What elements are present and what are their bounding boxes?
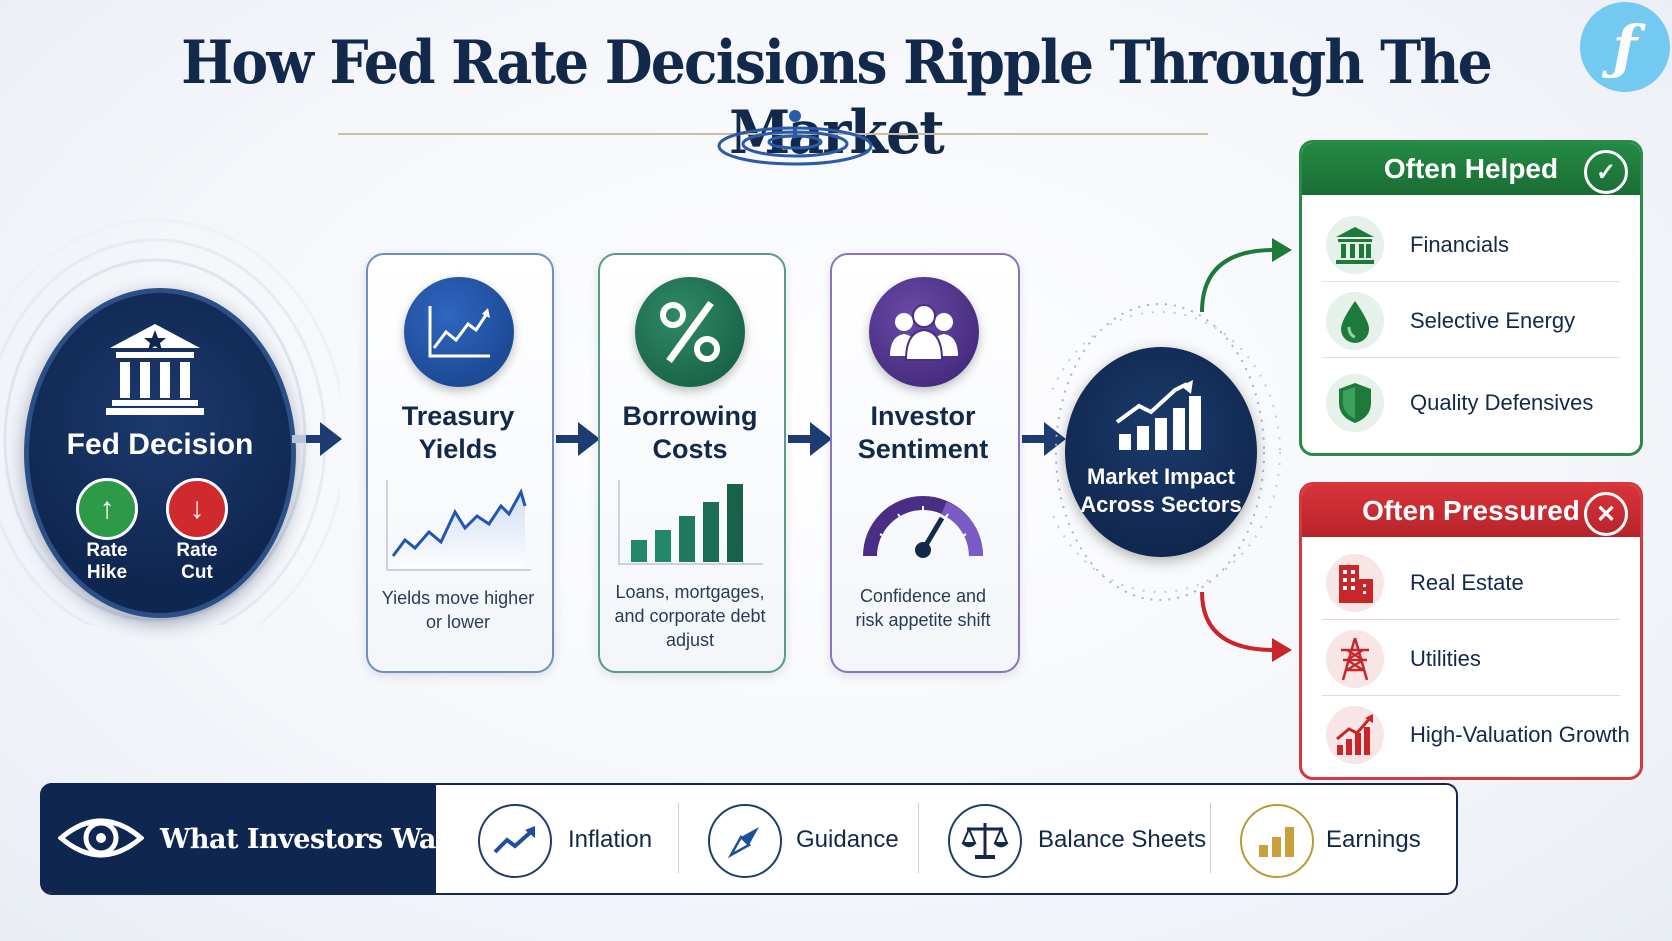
arrow-down-icon: ↓ bbox=[166, 478, 228, 540]
helped-item: Selective Energy bbox=[1302, 285, 1640, 357]
bank-icon bbox=[1326, 216, 1384, 274]
helped-item-label: Selective Energy bbox=[1410, 308, 1576, 333]
shield-icon bbox=[1326, 374, 1384, 432]
often-pressured-panel: Often Pressured ✕ Real Estate Utilities … bbox=[1299, 482, 1643, 780]
divider bbox=[1322, 281, 1620, 282]
often-helped-header: Often Helped ✓ bbox=[1302, 143, 1640, 195]
bar-chart-icon bbox=[1240, 804, 1314, 878]
pressured-item: High-Valuation Growth bbox=[1302, 699, 1640, 771]
often-pressured-title: Often Pressured bbox=[1362, 495, 1580, 526]
pressured-item: Real Estate bbox=[1302, 547, 1640, 619]
watch-item-label: Guidance bbox=[796, 826, 899, 853]
helped-item-label: Quality Defensives bbox=[1410, 390, 1594, 415]
flow-arrow-icon bbox=[1022, 422, 1066, 456]
helped-item: Quality Defensives bbox=[1302, 367, 1640, 439]
helped-item: Financials bbox=[1302, 209, 1640, 281]
percent-icon bbox=[635, 277, 745, 387]
flow-arrow-icon bbox=[292, 422, 342, 456]
watch-item-label: Balance Sheets bbox=[1038, 826, 1207, 853]
market-impact-badge bbox=[1065, 347, 1257, 557]
check-icon: ✓ bbox=[1584, 150, 1628, 194]
people-icon bbox=[869, 277, 979, 387]
watch-item-label: Inflation bbox=[568, 826, 653, 853]
pressured-item: Utilities bbox=[1302, 623, 1640, 695]
drop-icon bbox=[1326, 292, 1384, 350]
watch-item-label: Earnings bbox=[1326, 826, 1421, 853]
pressured-item-label: Real Estate bbox=[1410, 570, 1524, 595]
divider bbox=[1322, 357, 1620, 358]
growth-chart-icon bbox=[1326, 706, 1384, 764]
close-icon: ✕ bbox=[1584, 492, 1628, 536]
yield-line-icon bbox=[386, 480, 531, 571]
flow-arrow-icon bbox=[556, 422, 600, 456]
compass-icon bbox=[708, 804, 782, 878]
helped-item-label: Financials bbox=[1410, 232, 1510, 257]
divider bbox=[918, 803, 919, 873]
divider bbox=[1322, 695, 1620, 696]
often-pressured-header: Often Pressured ✕ bbox=[1302, 485, 1640, 537]
bar-growth-icon bbox=[618, 480, 763, 565]
pressured-item-label: High-Valuation Growth bbox=[1410, 722, 1630, 747]
brand-logo: ƒ bbox=[1580, 2, 1670, 92]
arrow-up-icon: ↑ bbox=[76, 478, 138, 540]
fed-decision-title: Fed Decision bbox=[66, 428, 254, 461]
trend-up-icon bbox=[478, 804, 552, 878]
watch-title: What Investors Watch bbox=[160, 824, 483, 855]
line-chart-icon bbox=[404, 277, 514, 387]
often-helped-panel: Often Helped ✓ Financials Selective Ener… bbox=[1299, 140, 1643, 456]
pressured-item-label: Utilities bbox=[1410, 646, 1481, 671]
scales-icon bbox=[948, 804, 1022, 878]
power-tower-icon bbox=[1326, 630, 1384, 688]
ripple-icon bbox=[717, 110, 873, 166]
growth-chart-icon bbox=[1115, 380, 1201, 450]
often-helped-title: Often Helped bbox=[1383, 153, 1559, 184]
branch-arrows bbox=[1200, 238, 1292, 662]
impact-dotted-ring bbox=[1052, 303, 1281, 601]
eye-icon bbox=[58, 818, 144, 858]
bank-icon bbox=[106, 324, 204, 415]
gauge-icon bbox=[863, 496, 983, 558]
building-icon bbox=[1326, 554, 1384, 612]
divider bbox=[1322, 619, 1620, 620]
divider bbox=[678, 803, 679, 873]
divider bbox=[1210, 803, 1211, 873]
flow-arrow-icon bbox=[788, 422, 832, 456]
